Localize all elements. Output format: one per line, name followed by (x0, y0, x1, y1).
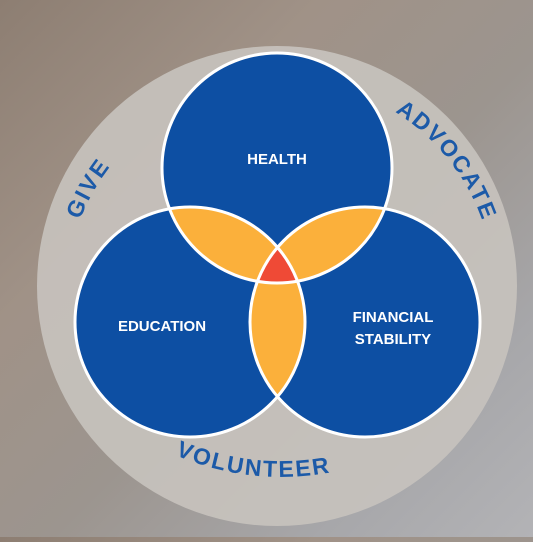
financial-outline (248, 205, 482, 439)
health-label: HEALTH (247, 151, 307, 168)
financial-label-line2: STABILITY (355, 331, 431, 348)
overlap-health-financial (250, 207, 392, 283)
health-outline (160, 51, 394, 285)
financial-label-line1: FINANCIAL (353, 309, 434, 326)
education-label: EDUCATION (118, 318, 206, 335)
overlap-health-education (162, 207, 305, 283)
education-outline (73, 205, 307, 439)
